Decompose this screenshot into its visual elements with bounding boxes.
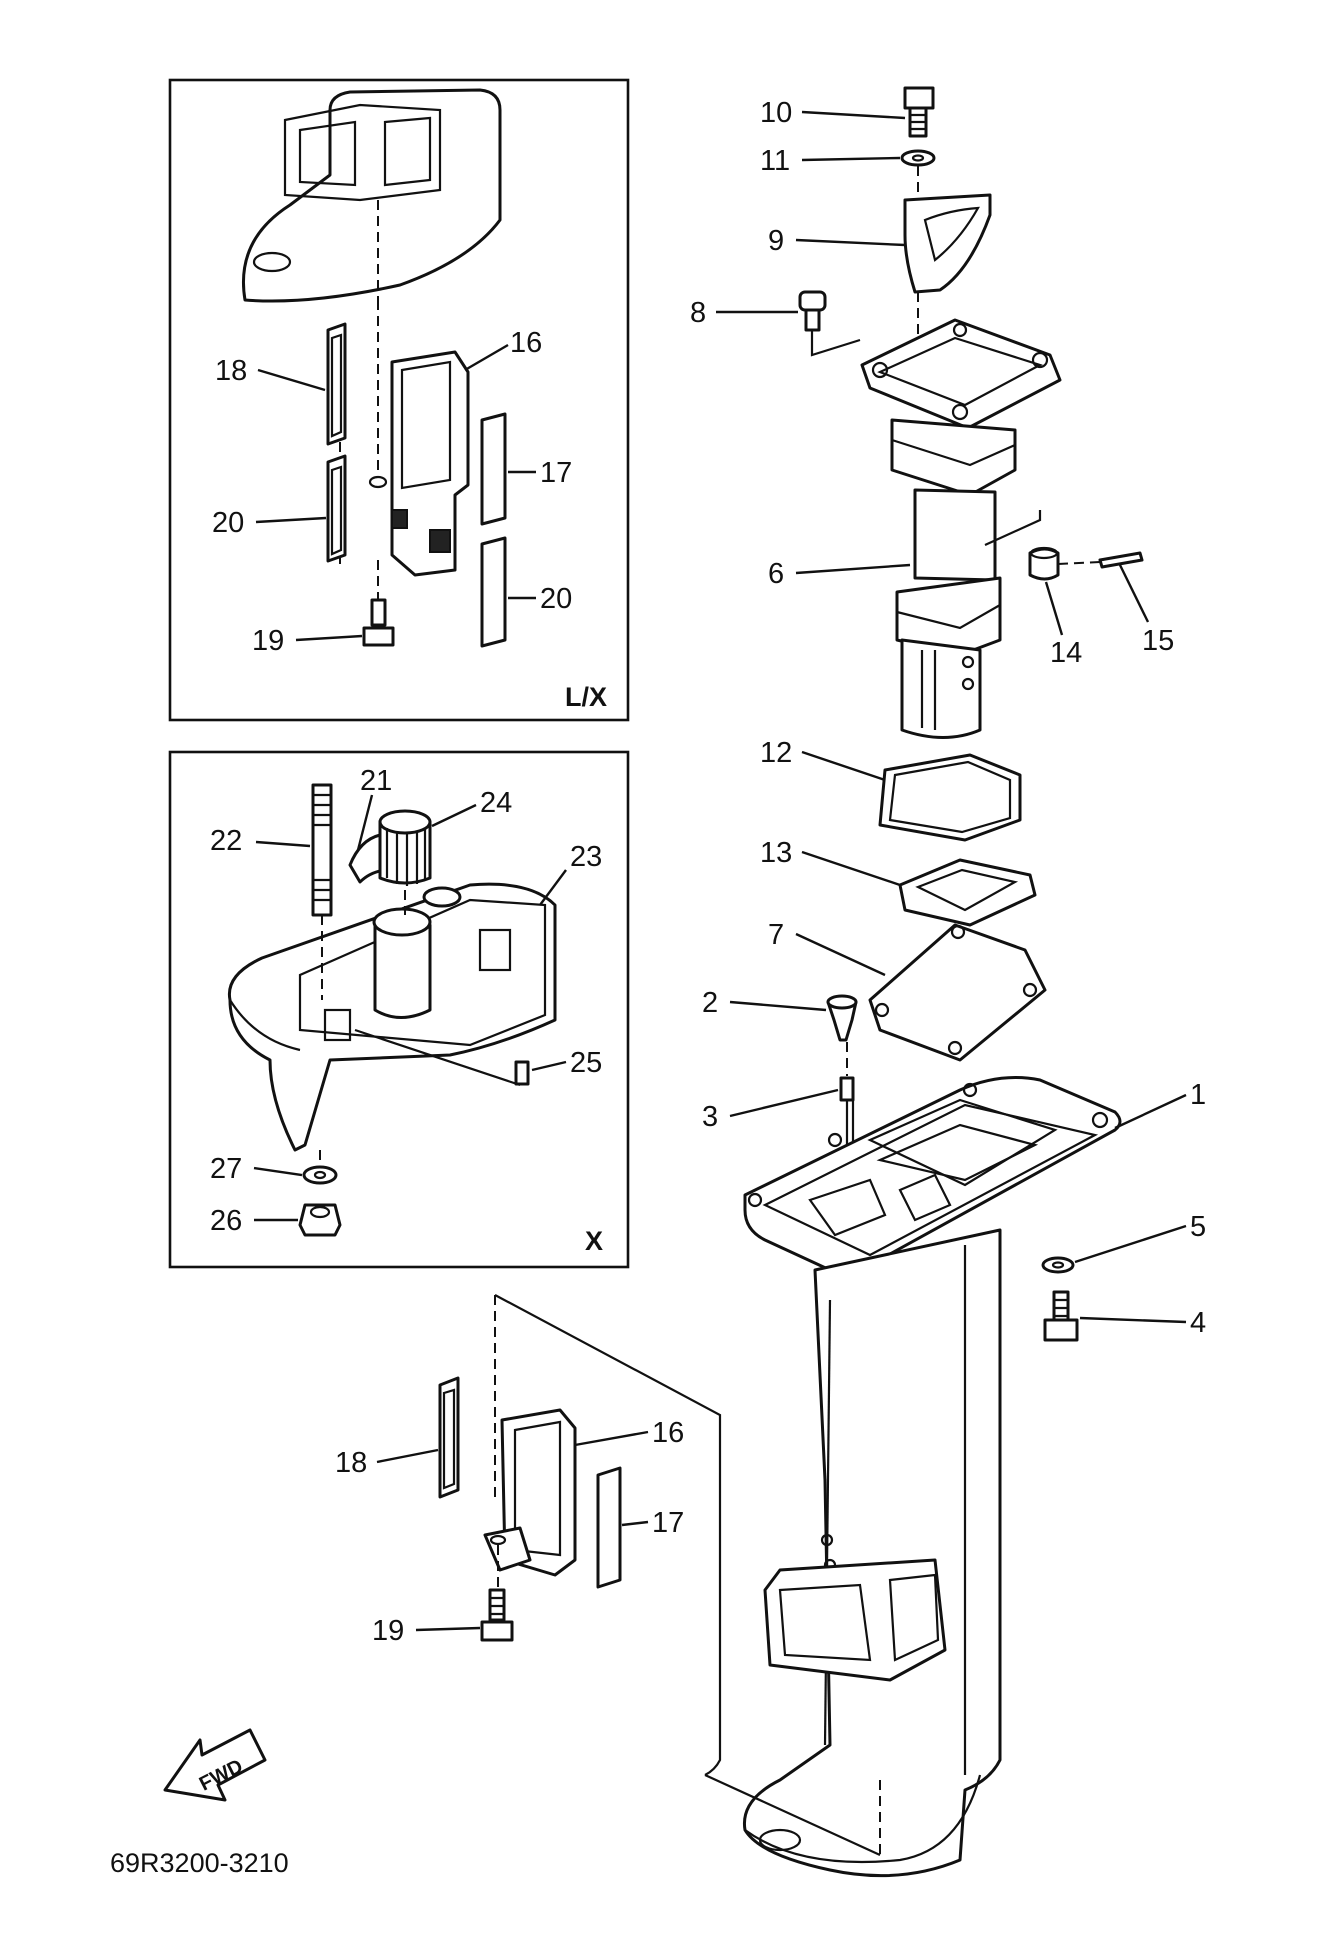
callout-19-lower: 19	[372, 1615, 404, 1647]
callout-22: 22	[210, 825, 242, 857]
callout-15: 15	[1142, 625, 1174, 657]
callout-7: 7	[768, 919, 784, 951]
panel-label-lx: L/X	[565, 682, 607, 712]
callout-16-upper: 16	[510, 327, 542, 359]
callout-27: 27	[210, 1153, 242, 1185]
callout-25: 25	[570, 1047, 602, 1079]
callout-17-lower: 17	[652, 1507, 684, 1539]
callout-26: 26	[210, 1205, 242, 1237]
callout-17-upper: 17	[540, 457, 572, 489]
panel-label-x: X	[585, 1226, 603, 1256]
callout-9: 9	[768, 225, 784, 257]
drawing-code: 69R3200-3210	[110, 1848, 289, 1878]
callout-3: 3	[702, 1101, 718, 1133]
callout-20-left: 20	[212, 507, 244, 539]
callout-11: 11	[760, 145, 790, 177]
fwd-arrow: FWD	[163, 1728, 267, 1802]
callout-4: 4	[1190, 1307, 1206, 1339]
callout-19-upper: 19	[252, 625, 284, 657]
callout-6: 6	[768, 558, 784, 590]
callout-13: 13	[760, 837, 792, 869]
callout-2: 2	[702, 987, 718, 1019]
inset-panel-lx: 18 16 17 20 20 19 L/X	[168, 78, 630, 722]
main-upper-stack	[798, 86, 1144, 1165]
callout-14: 14	[1050, 637, 1082, 669]
callout-1: 1	[1190, 1079, 1206, 1111]
callout-12: 12	[760, 737, 792, 769]
main-callouts: 10 11 9 8 6 14 15 12 13 7 2 3 1 5 4 16 1…	[335, 97, 1206, 1647]
callout-18-lower: 18	[335, 1447, 367, 1479]
callout-10: 10	[760, 97, 792, 129]
callout-8: 8	[690, 297, 706, 329]
callout-16-lower: 16	[652, 1417, 684, 1449]
callout-18-upper: 18	[215, 355, 247, 387]
callout-23: 23	[570, 841, 602, 873]
callout-24: 24	[480, 787, 512, 819]
inset-panel-x: 21 24 22 23 25 27 26 X	[168, 750, 630, 1269]
callout-5: 5	[1190, 1211, 1206, 1243]
lower-bracket-group	[438, 1294, 881, 1857]
callout-21: 21	[360, 765, 392, 797]
callout-20-right: 20	[540, 583, 572, 615]
upper-casing	[742, 1076, 1122, 1878]
